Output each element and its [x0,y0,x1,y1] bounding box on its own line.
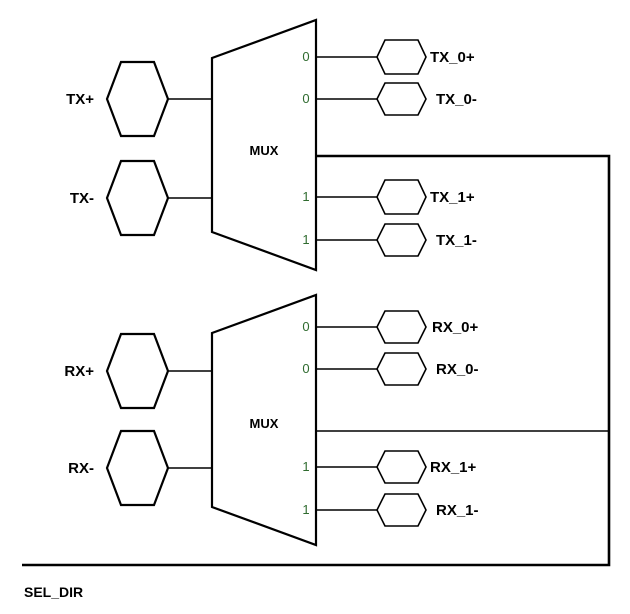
output-rx-0-minus-connector [376,352,427,386]
output-rx-0-plus: 0 RX_0+ [302,310,479,344]
mux-bottom: MUX RX+ RX- 0 RX_0+ 0 RX_0- [64,293,479,547]
port-number: 0 [302,361,309,376]
output-tx-1-minus-label: TX_1- [436,232,477,249]
output-tx-0-minus-label: TX_0- [436,91,477,108]
input-rx-plus-connector [105,332,170,410]
mux-bottom-body [210,293,318,547]
input-tx-minus: TX- [70,159,212,237]
output-tx-1-plus-label: TX_1+ [430,189,475,206]
port-number: 1 [302,502,309,517]
input-rx-minus-label: RX- [68,460,94,477]
input-tx-minus-connector [105,159,170,237]
output-tx-1-minus: 1 TX_1- [302,223,477,257]
output-tx-1-minus-connector [376,223,427,257]
input-tx-minus-label: TX- [70,190,94,207]
select-bus-line [22,154,611,567]
output-rx-0-plus-label: RX_0+ [432,319,479,336]
input-rx-plus: RX+ [64,332,212,410]
port-number: 1 [302,459,309,474]
port-number: 1 [302,189,309,204]
output-rx-0-minus-label: RX_0- [436,361,479,378]
output-rx-1-minus-label: RX_1- [436,502,479,519]
mux-bottom-label: MUX [250,416,279,431]
output-rx-1-minus: 1 RX_1- [302,493,479,527]
mux-top-body [210,18,318,272]
output-tx-1-plus-connector [376,179,427,215]
output-tx-0-plus-connector [376,39,427,75]
output-rx-1-plus: 1 RX_1+ [302,450,477,484]
output-rx-0-minus: 0 RX_0- [302,352,479,386]
select-bus: SEL_DIR [22,154,611,600]
input-rx-minus: RX- [68,429,212,507]
port-number: 1 [302,232,309,247]
input-tx-plus: TX+ [66,60,212,138]
output-rx-1-minus-connector [376,493,427,527]
output-tx-0-minus: 0 TX_0- [302,82,477,116]
port-number: 0 [302,319,309,334]
output-rx-1-plus-label: RX_1+ [430,459,477,476]
input-rx-minus-connector [105,429,170,507]
input-tx-plus-label: TX+ [66,91,94,108]
port-number: 0 [302,91,309,106]
input-rx-plus-label: RX+ [64,363,94,380]
output-tx-1-plus: 1 TX_1+ [302,179,475,215]
output-tx-0-plus: 0 TX_0+ [302,39,475,75]
port-number: 0 [302,49,309,64]
input-tx-plus-connector [105,60,170,138]
output-rx-1-plus-connector [376,450,427,484]
output-tx-0-minus-connector [376,82,427,116]
select-signal-label: SEL_DIR [24,584,83,600]
mux-top-label: MUX [250,143,279,158]
mux-top: MUX TX+ TX- 0 TX_0+ 0 TX_0- [66,18,477,272]
output-tx-0-plus-label: TX_0+ [430,49,475,66]
output-rx-0-plus-connector [376,310,427,344]
